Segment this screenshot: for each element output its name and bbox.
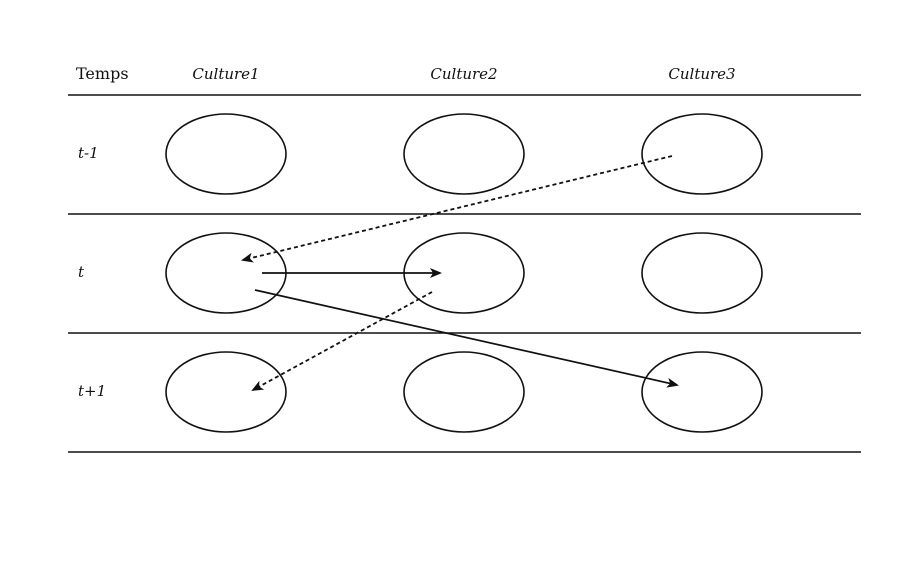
row-dividers xyxy=(68,94,861,453)
node-t-1-culture3 xyxy=(641,113,763,195)
node-t-culture3 xyxy=(641,232,763,314)
row-label-t-plus-1: t+1 xyxy=(78,382,106,400)
node-t-1-culture2 xyxy=(403,113,525,195)
arrow-dashed-1 xyxy=(241,155,673,263)
node-t-1-culture1 xyxy=(165,351,287,433)
node-t-1-culture3 xyxy=(641,351,763,433)
column-label-culture3: Culture3 xyxy=(668,65,735,83)
arrow-solid-3 xyxy=(254,289,679,388)
row-label-t-minus-1: t-1 xyxy=(78,144,99,162)
column-label-culture2: Culture2 xyxy=(430,65,497,83)
culture-nodes xyxy=(165,113,763,433)
time-header-label: Temps xyxy=(76,64,129,83)
arrow-dashed-4 xyxy=(251,291,433,391)
row-label-t: t xyxy=(78,263,85,281)
column-label-culture1: Culture1 xyxy=(192,65,259,83)
node-t-1-culture1 xyxy=(165,113,287,195)
node-t-1-culture2 xyxy=(403,351,525,433)
transmission-arrows xyxy=(241,155,679,391)
